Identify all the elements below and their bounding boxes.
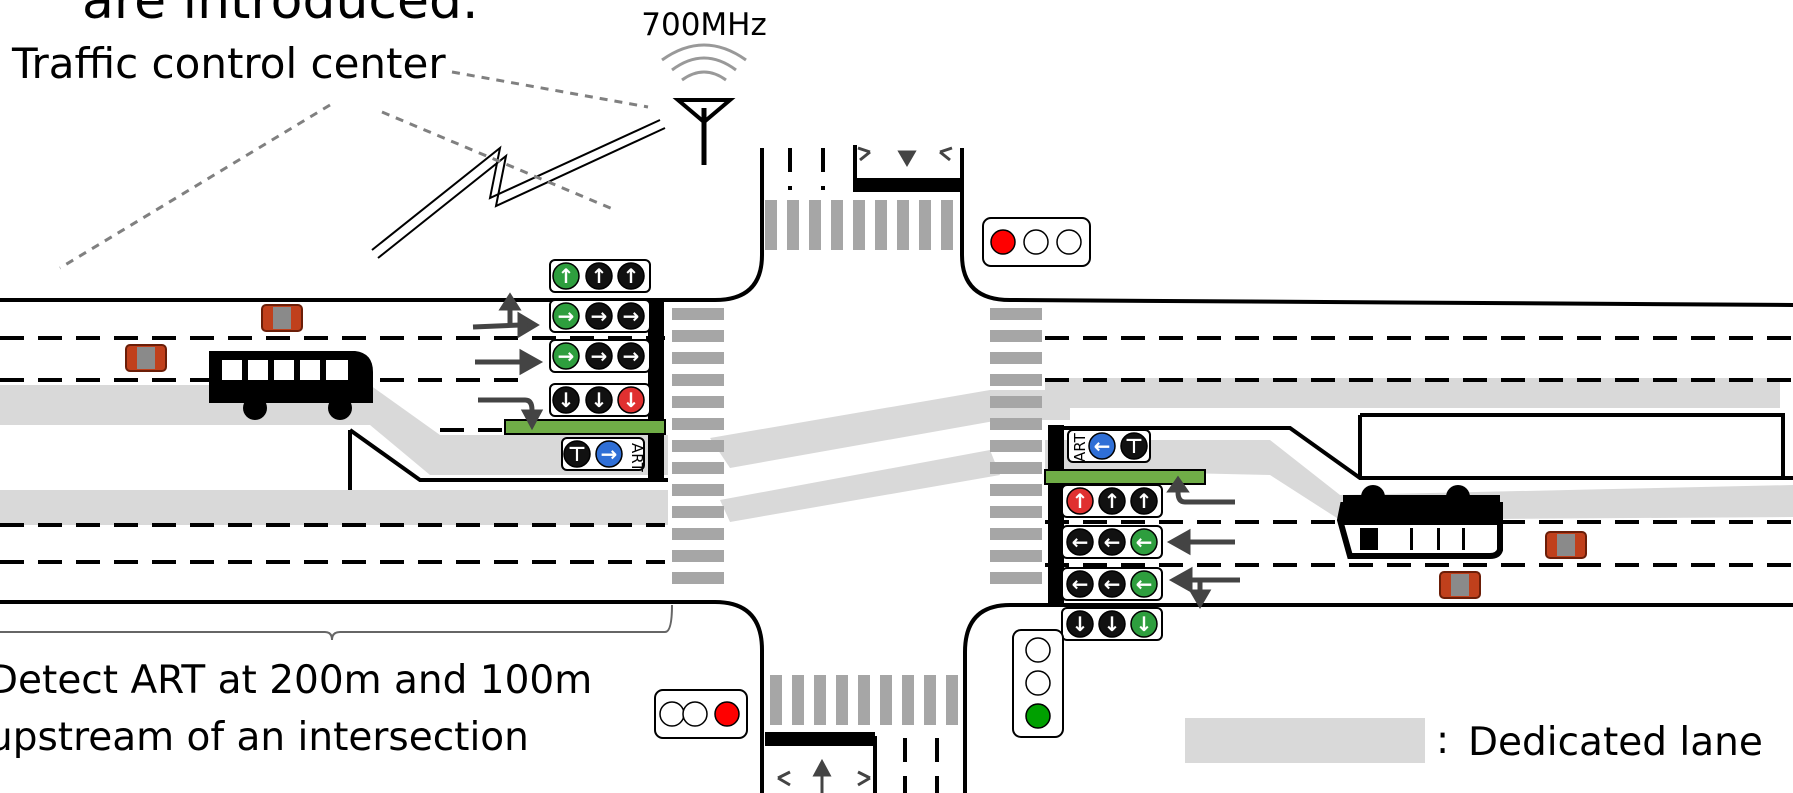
svg-text:→: → (558, 344, 575, 368)
svg-text:→: → (623, 344, 640, 368)
svg-text:→: → (623, 304, 640, 328)
svg-text:→: → (601, 442, 618, 466)
crosswalk-east (990, 308, 1042, 584)
traffic-light-icon (982, 217, 1091, 267)
svg-text:←: ← (1136, 530, 1153, 554)
svg-text:⊤: ⊤ (1125, 434, 1143, 458)
art-stop-line-west (504, 419, 666, 435)
stop-bars (504, 178, 1206, 746)
svg-text:→: → (558, 304, 575, 328)
legend-swatch (1185, 718, 1425, 763)
svg-text:←: ← (1072, 572, 1089, 596)
svg-text:↓: ↓ (558, 388, 575, 412)
svg-text:←: ← (1072, 530, 1089, 554)
art-tag-east: ART (1071, 432, 1089, 462)
svg-text:→: → (591, 304, 608, 328)
svg-text:↓: ↓ (1136, 612, 1153, 636)
svg-text:↑: ↑ (1136, 489, 1153, 513)
legend-label: Dedicated lane (1468, 720, 1763, 765)
svg-text:↓: ↓ (623, 388, 640, 412)
detect-label-line1: Detect ART at 200m and 100m (0, 658, 592, 703)
control-center-links (59, 70, 649, 270)
svg-text:↓: ↓ (1072, 612, 1089, 636)
lane-arrows-north (857, 146, 953, 167)
arrow-signal-icon: ↑ ↑ ↑ → → → → → → ↓ ↓ ↓ ⊤ → ART (549, 259, 651, 473)
svg-text:←: ← (1104, 572, 1121, 596)
lightning-link-icon (371, 119, 666, 259)
svg-text:↓: ↓ (1104, 612, 1121, 636)
crosswalk-south (770, 675, 958, 725)
svg-text:↑: ↑ (1104, 489, 1121, 513)
svg-text:↑: ↑ (558, 264, 575, 288)
antenna-icon (661, 43, 747, 165)
art-tag-west: ART (628, 443, 646, 473)
lane-arrows-south (777, 758, 871, 793)
bus-icon (1336, 485, 1503, 559)
car-icon (1545, 531, 1587, 559)
detect-label-line2: upstream of an intersection (0, 715, 529, 760)
traffic-light-icon (654, 689, 748, 739)
legend-colon: : (1436, 718, 1449, 763)
svg-text:⊤: ⊤ (568, 442, 586, 466)
heading-fragment: are introduced. (82, 0, 479, 31)
approach-arrows-east (1166, 475, 1240, 609)
range-brace (0, 604, 673, 641)
svg-text:←: ← (1094, 434, 1111, 458)
svg-text:↓: ↓ (591, 388, 608, 412)
car-icon (261, 304, 303, 332)
svg-text:↑: ↑ (1072, 489, 1089, 513)
car-icon (125, 344, 167, 372)
svg-text:→: → (591, 344, 608, 368)
svg-text:←: ← (1104, 530, 1121, 554)
dedicated-lanes (0, 378, 1793, 763)
approach-arrows-west (472, 292, 544, 431)
road-edges (0, 145, 1793, 793)
arrow-signal-icon: ← ⊤ ↑ ↑ ↑ ← ← ← ← ← ← ↓ ↓ ↓ ART (1061, 429, 1163, 641)
svg-text:↑: ↑ (591, 264, 608, 288)
svg-text:←: ← (1136, 572, 1153, 596)
traffic-control-center-label: Traffic control center (11, 39, 446, 88)
crosswalk-west (672, 308, 724, 584)
crosswalk-north (765, 200, 953, 250)
car-icon (1439, 571, 1481, 599)
bus-icon (209, 351, 373, 420)
frequency-label: 700MHz (641, 7, 767, 43)
svg-text:↑: ↑ (623, 264, 640, 288)
traffic-light-icon (1012, 629, 1064, 738)
